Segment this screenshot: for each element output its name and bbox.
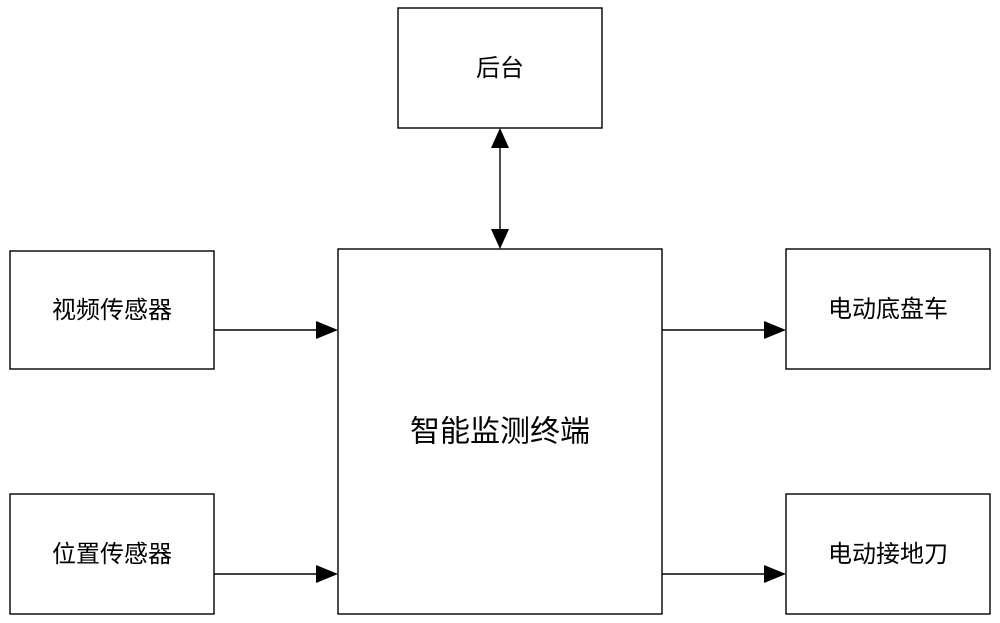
arrowhead-right xyxy=(316,321,338,339)
node-backend-label: 后台 xyxy=(476,54,524,82)
node-chassis: 电动底盘车 xyxy=(785,248,991,370)
edge-terminal-chassis xyxy=(662,321,786,339)
arrowhead-right xyxy=(316,565,338,583)
node-video-sensor-label: 视频传感器 xyxy=(52,296,172,324)
node-terminal: 智能监测终端 xyxy=(337,248,663,615)
edge-position-sensor-terminal xyxy=(214,565,338,583)
node-grounding-switch-label: 电动接地刀 xyxy=(828,540,948,568)
edge-terminal-backend xyxy=(491,128,509,249)
node-terminal-label: 智能监测终端 xyxy=(410,415,590,450)
node-position-sensor: 位置传感器 xyxy=(9,493,215,615)
node-backend: 后台 xyxy=(397,7,603,129)
node-position-sensor-label: 位置传感器 xyxy=(52,540,172,568)
edge-terminal-grounding-switch xyxy=(662,565,786,583)
node-grounding-switch: 电动接地刀 xyxy=(785,493,991,615)
arrowhead-up xyxy=(491,128,509,148)
arrowhead-right xyxy=(764,321,786,339)
node-video-sensor: 视频传感器 xyxy=(9,250,215,370)
arrowhead-right xyxy=(764,565,786,583)
arrowhead-down xyxy=(491,229,509,249)
edge-video-sensor-terminal xyxy=(214,321,338,339)
node-chassis-label: 电动底盘车 xyxy=(828,295,948,323)
